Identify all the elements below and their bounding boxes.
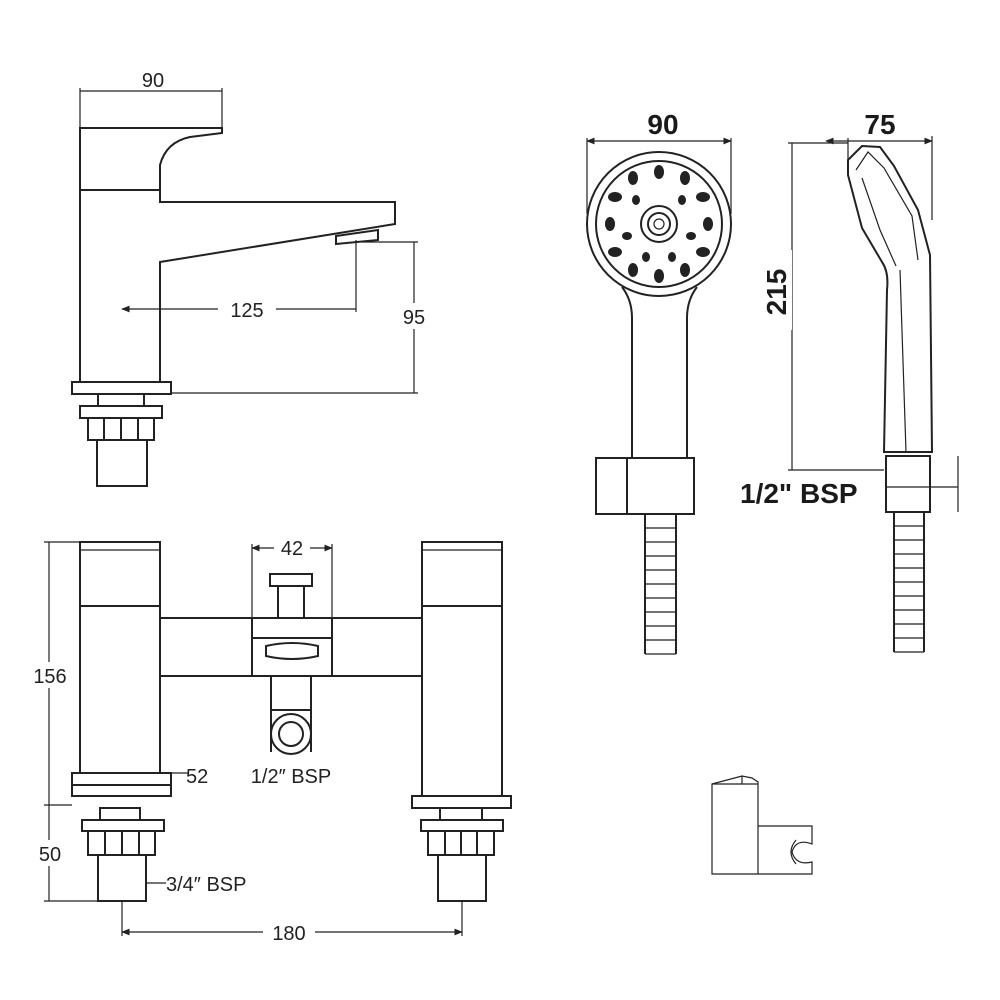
inlet-bsp-label: 3/4″ BSP [166,874,246,896]
mixer-height-label: 156 [33,666,66,688]
wall-bracket-drawing [711,775,813,875]
handset-width-label: 90 [647,109,678,140]
spray-nozzles [605,165,713,283]
handset-front-drawing [586,137,732,655]
handset-depth-label: 75 [864,109,895,140]
basin-tap-drawing [71,88,418,487]
basin-width-label: 90 [142,70,164,92]
basin-height-label: 95 [403,307,425,329]
handset-side-drawing [788,136,959,653]
centres-label: 180 [272,923,305,945]
valve-spacing-label: 42 [281,538,303,560]
handset-length-label: 215 [761,269,792,316]
handset-bsp-label: 1/2" BSP [740,478,858,509]
bath-mixer-drawing [44,541,512,936]
outlet-bsp-label: 1/2″ BSP [251,766,331,788]
basin-reach-label: 125 [230,300,263,322]
tail-length-label: 50 [39,844,61,866]
handle-width-label: 52 [186,766,208,788]
